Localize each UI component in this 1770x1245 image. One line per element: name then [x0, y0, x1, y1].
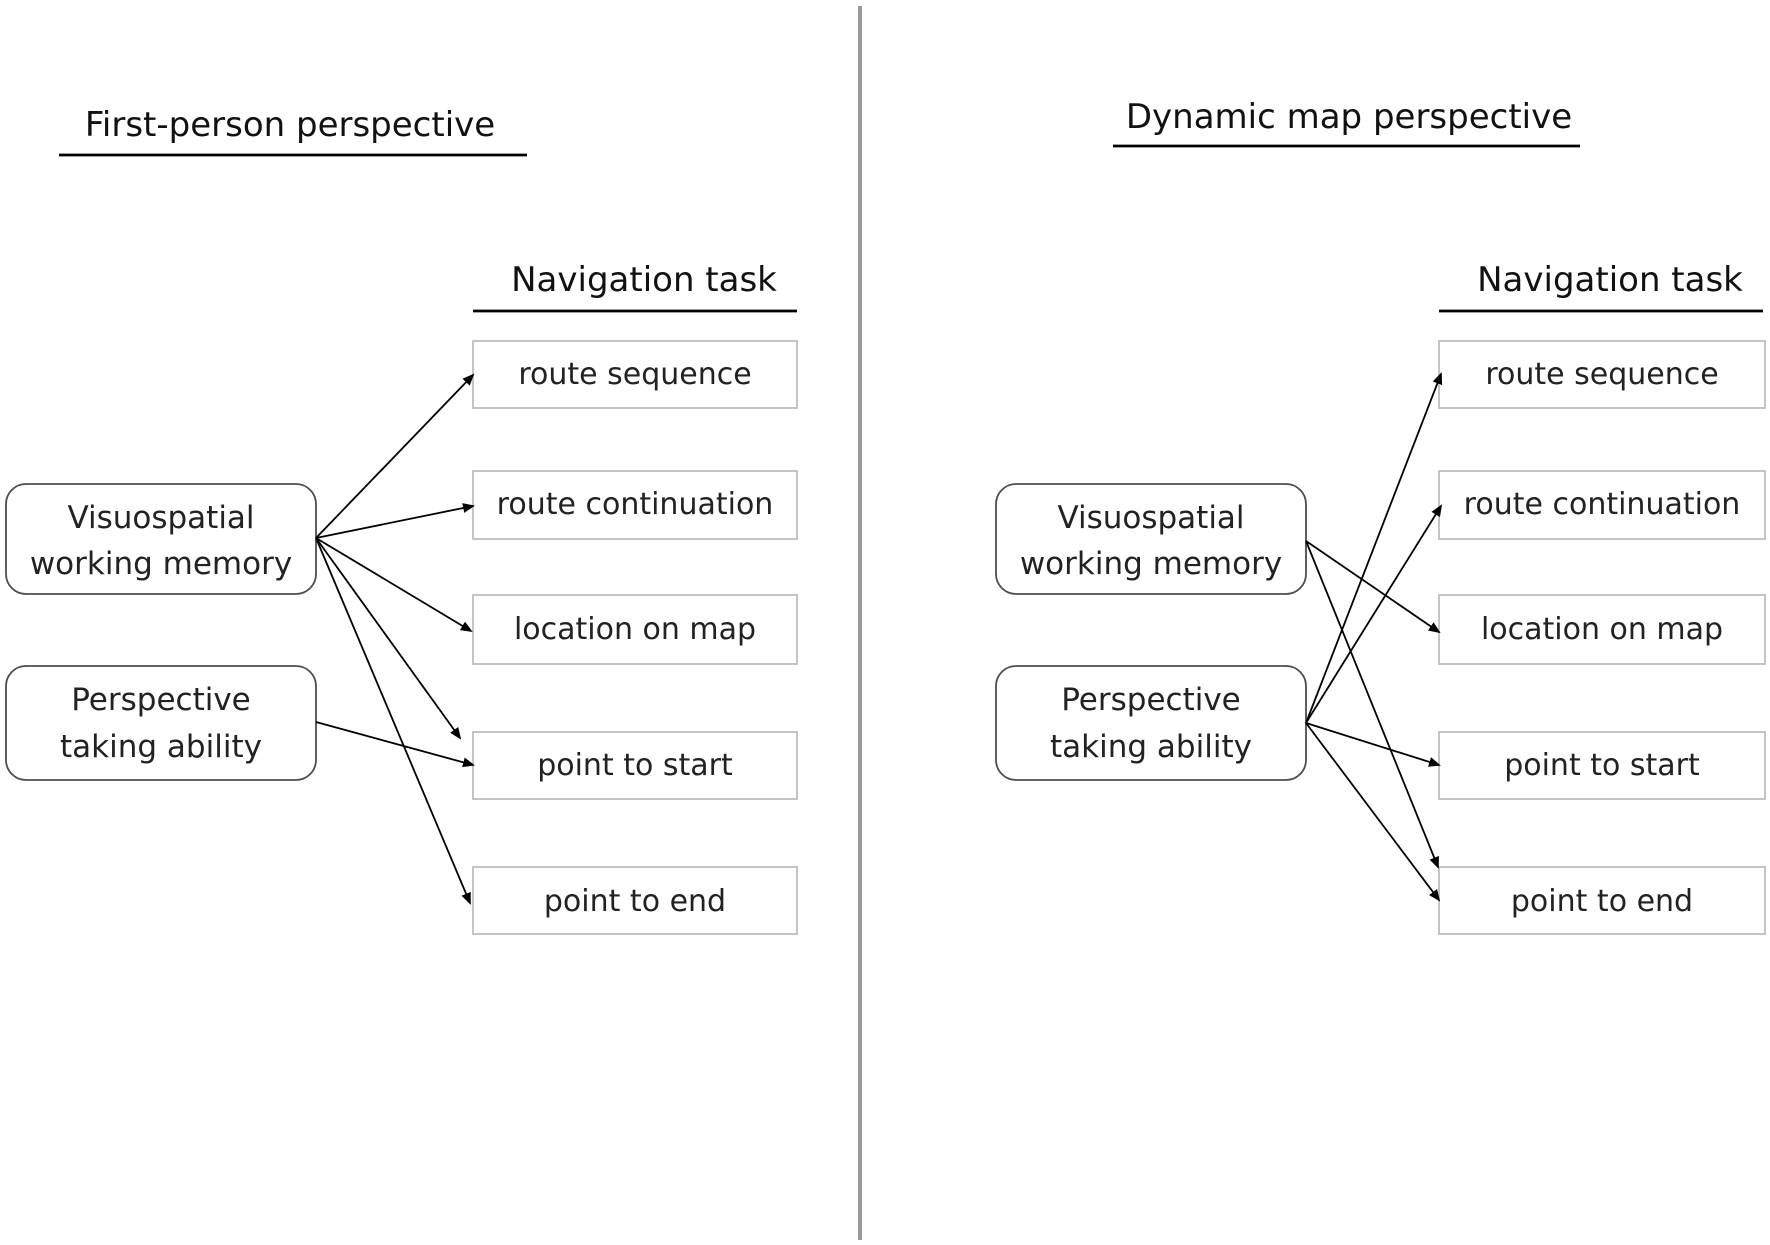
predictor-label-line2: working memory [30, 546, 292, 582]
task-label: location on map [1481, 612, 1723, 647]
arrow-perspective-to-route-continuation [1305, 504, 1443, 724]
panel-title: First-person perspective [85, 105, 495, 145]
task-node-route-sequence: route sequence [1438, 340, 1766, 409]
task-box [472, 731, 798, 800]
task-node-point-to-start: point to start [1438, 731, 1766, 800]
arrows [1305, 372, 1443, 902]
predictor-label-line2: working memory [1020, 546, 1282, 582]
task-node-route-continuation: route continuation [1438, 470, 1766, 540]
predictor-label-line1: Visuospatial [1057, 500, 1244, 536]
task-box [1438, 731, 1766, 800]
arrow-visuospatial-to-route-sequence [315, 373, 475, 539]
task-node-route-sequence: route sequence [472, 340, 798, 409]
arrow-visuospatial-to-location-on-map [315, 537, 473, 633]
task-label: point to start [1504, 748, 1700, 783]
arrow-visuospatial-to-point-to-end [315, 537, 471, 905]
arrow-visuospatial-to-point-to-start [315, 537, 462, 740]
predictor-label-line2: taking ability [1050, 729, 1252, 765]
task-box [1438, 470, 1766, 540]
arrow-perspective-to-point-to-end [1305, 722, 1441, 902]
task-label: point to start [537, 748, 733, 783]
task-box [1438, 594, 1766, 665]
task-label: point to end [544, 884, 726, 919]
task-label: route continuation [1464, 487, 1741, 522]
panel-first-person: First-person perspective Navigation task… [5, 105, 798, 935]
arrows [315, 373, 475, 905]
task-box [1438, 340, 1766, 409]
arrow-perspective-to-point-to-start [1305, 722, 1441, 767]
task-node-location-on-map: location on map [1438, 594, 1766, 665]
task-box [1438, 866, 1766, 935]
task-label: location on map [514, 612, 756, 647]
predictor-label-line1: Perspective [1061, 682, 1241, 718]
predictor-node-perspective-taking-ability: Perspective taking ability [995, 665, 1307, 781]
predictor-label-line1: Visuospatial [67, 500, 254, 536]
task-label: point to end [1511, 884, 1693, 919]
task-node-location-on-map: location on map [472, 594, 798, 665]
predictor-box [995, 483, 1307, 595]
task-box [472, 866, 798, 935]
predictor-node-perspective-taking-ability: Perspective taking ability [5, 665, 317, 781]
task-column-header: Navigation task [511, 260, 777, 300]
arrow-perspective-to-point-to-start [315, 721, 475, 768]
task-box [472, 594, 798, 665]
predictor-node-visuospatial-working-memory: Visuospatial working memory [995, 483, 1307, 595]
predictor-label-line1: Perspective [71, 682, 251, 718]
predictor-label-line2: taking ability [60, 729, 262, 765]
task-label: route continuation [497, 487, 774, 522]
task-node-point-to-end: point to end [1438, 866, 1766, 935]
task-box [472, 470, 798, 540]
task-node-point-to-end: point to end [472, 866, 798, 935]
arrow-visuospatial-to-route-continuation [315, 503, 475, 539]
arrow-visuospatial-to-point-to-end [1305, 540, 1439, 869]
predictor-node-visuospatial-working-memory: Visuospatial working memory [5, 483, 317, 595]
task-node-point-to-start: point to start [472, 731, 798, 800]
predictor-box [5, 665, 317, 781]
task-column-header: Navigation task [1477, 260, 1743, 300]
task-label: route sequence [518, 357, 751, 392]
panel-title: Dynamic map perspective [1126, 97, 1572, 137]
task-label: route sequence [1485, 357, 1718, 392]
panel-dynamic-map: Dynamic map perspective Navigation task … [995, 97, 1766, 935]
arrow-perspective-to-route-sequence [1305, 372, 1443, 724]
task-node-route-continuation: route continuation [472, 470, 798, 540]
task-box [472, 340, 798, 409]
arrow-visuospatial-to-location-on-map [1305, 540, 1441, 634]
